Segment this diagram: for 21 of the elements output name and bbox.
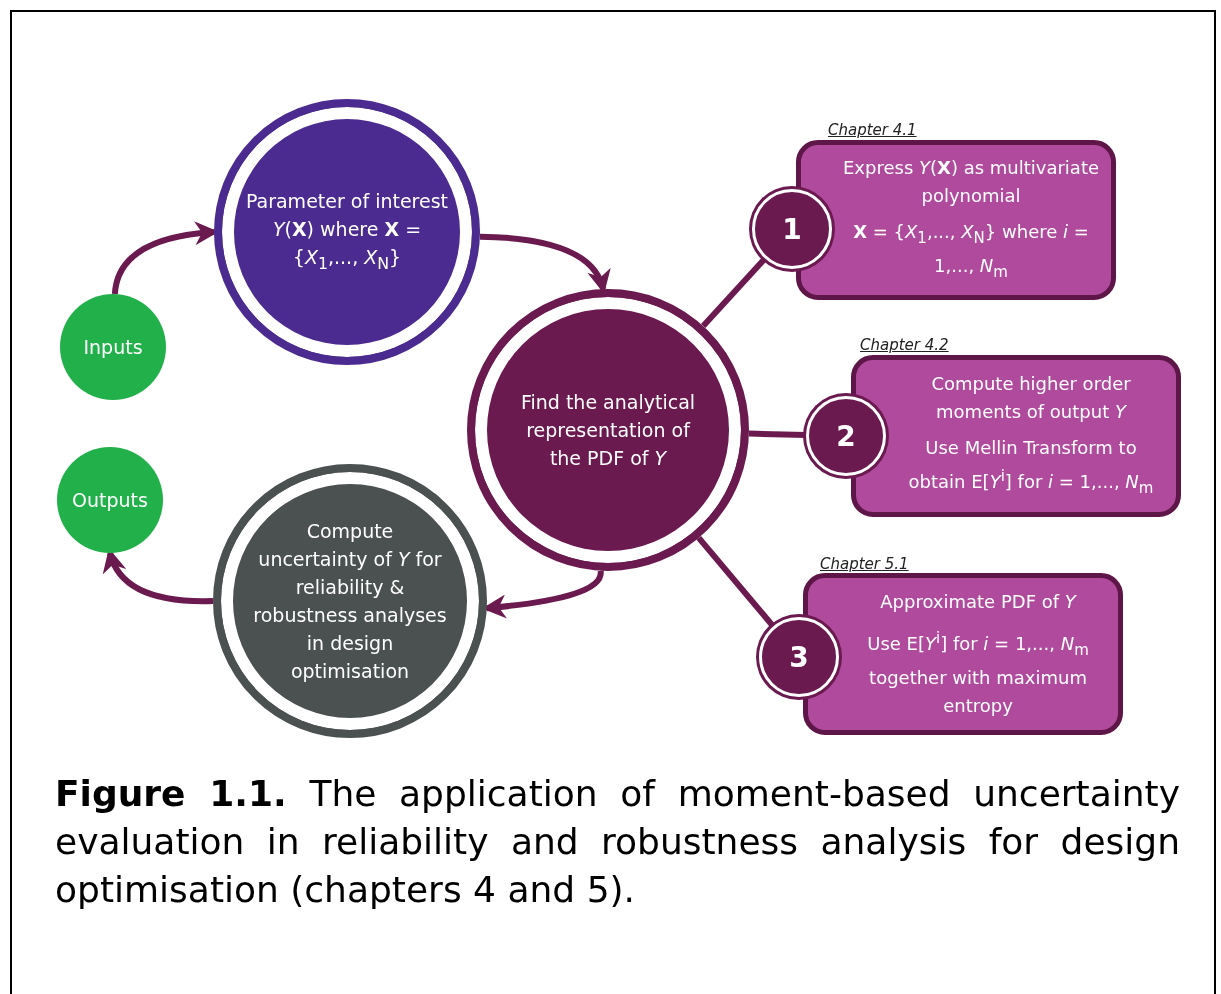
node-text: Approximate PDF of Y: [880, 590, 1076, 615]
chapter-label: Chapter 4.1: [828, 121, 917, 139]
step-number-text: 2: [836, 419, 856, 453]
node-text: Express Y(X) as multivariate polynomial: [841, 156, 1101, 209]
figure-caption: Figure 1.1. The application of moment-based uncertainty evaluation in reliability and robustness analysis for design optimisation (chapters 4 and 5).: [55, 772, 1180, 912]
step-number: [752, 189, 832, 269]
step-number-text: 1: [782, 212, 802, 246]
step-number: [759, 617, 839, 697]
node-text: Outputs: [72, 488, 148, 513]
step-number: [806, 396, 886, 476]
node-text: Parameter of interest Y(X) where X = {X$_{1}$,..., X$_{N}$}: [244, 188, 450, 275]
node-text: Use E[Y$^{i}$] for i = 1,..., N$_{m}$ together with maximum entropy: [866, 628, 1090, 718]
node-text: Use Mellin Transform to obtain E[Y$^{i}$] for i = 1,..., N$_{m}$: [907, 436, 1155, 499]
step-number-text: 3: [789, 640, 809, 674]
chapter-label: Chapter 4.2: [860, 336, 949, 354]
node-text: X = {X$_{1}$,..., X$_{N}$} where i = 1,..., N$_{m}$: [852, 220, 1090, 283]
node-text: Find the analytical representation of the PDF of Y: [519, 390, 697, 471]
node-text: Compute higher order moments of output Y: [930, 372, 1132, 425]
node-text: Inputs: [83, 335, 143, 360]
chapter-label: Chapter 5.1: [820, 555, 909, 573]
node-text: Compute uncertainty of Y for reliability & robustness analyses in design optimisation: [252, 519, 448, 684]
